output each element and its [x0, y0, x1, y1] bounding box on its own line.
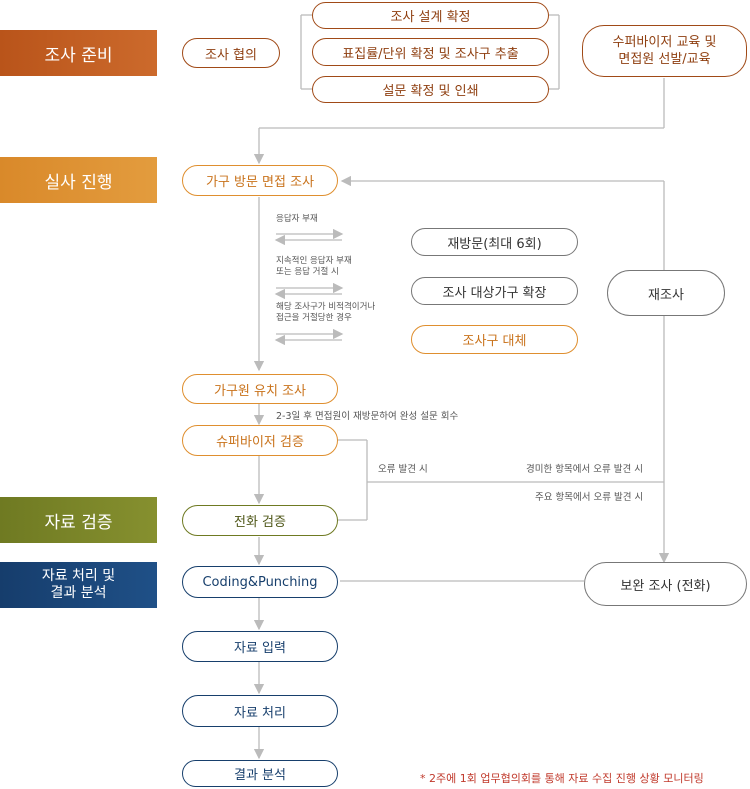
label-collect: 2-3일 후 면접원이 재방문하여 완성 설문 회수	[276, 411, 459, 422]
node-expand: 조사 대상가구 확장	[411, 277, 578, 305]
label-hostile: 해당 조사구가 비적격이거나 접근을 거절당한 경우	[276, 302, 376, 323]
node-input: 자료 입력	[182, 631, 338, 662]
label-absent: 응답자 부재	[276, 214, 318, 224]
node-resurvey: 재조사	[607, 270, 725, 316]
phase-prep: 조사 준비	[0, 30, 157, 76]
node-sampling: 표집률/단위 확정 및 조사구 추출	[312, 38, 549, 66]
phase-verify: 자료 검증	[0, 497, 157, 543]
label-persistent: 지속적인 응답자 부재 또는 응답 거절 시	[276, 256, 352, 277]
label-major-error: 주요 항목에서 오류 발견 시	[535, 492, 644, 503]
node-consult: 조사 협의	[182, 38, 280, 68]
node-replace: 조사구 대체	[411, 325, 578, 354]
phase-process: 자료 처리 및 결과 분석	[0, 562, 157, 608]
node-phone-check: 전화 검증	[182, 505, 338, 536]
node-processing: 자료 처리	[182, 695, 338, 727]
label-error-found: 오류 발견 시	[378, 464, 428, 475]
node-questionnaire: 설문 확정 및 인쇄	[312, 76, 549, 103]
node-coding: Coding&Punching	[182, 566, 338, 598]
node-supervisor-check: 슈퍼바이저 검증	[182, 425, 338, 456]
node-supervisor-training: 수퍼바이저 교육 및 면접원 선발/교육	[582, 25, 747, 77]
node-design: 조사 설계 확정	[312, 2, 549, 29]
node-revisit: 재방문(최대 6회)	[411, 228, 578, 256]
node-drop-off: 가구원 유치 조사	[182, 374, 338, 404]
footnote: * 2주에 1회 업무협의회를 통해 자료 수집 진행 상황 모니터링	[420, 772, 704, 785]
node-analysis: 결과 분석	[182, 760, 338, 787]
label-minor-error: 경미한 항목에서 오류 발견 시	[526, 464, 643, 475]
phase-field: 실사 진행	[0, 157, 157, 203]
node-home-visit: 가구 방문 면접 조사	[182, 165, 338, 196]
node-supplement: 보완 조사 (전화)	[584, 562, 747, 606]
